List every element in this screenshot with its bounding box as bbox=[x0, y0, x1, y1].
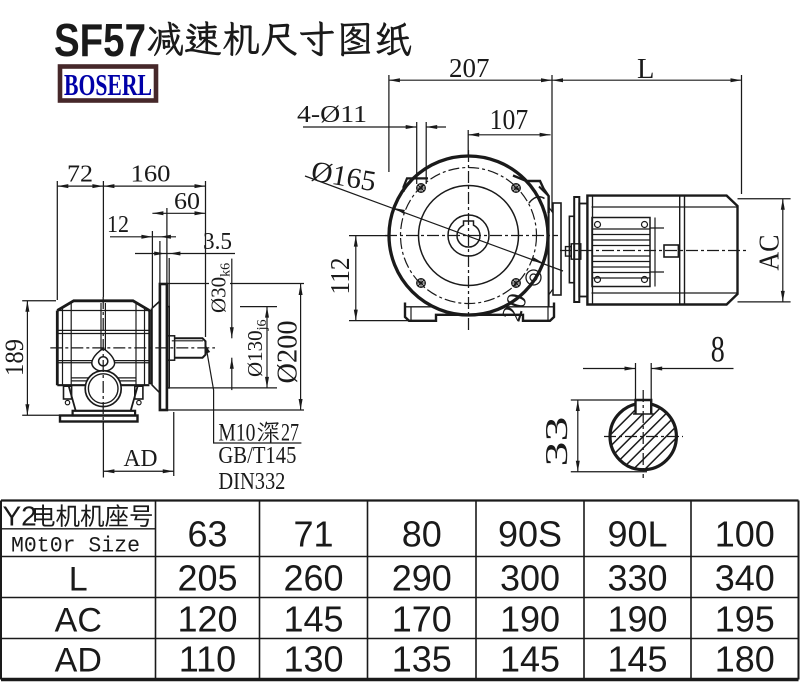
svg-text:290: 290 bbox=[392, 558, 452, 599]
svg-text:12: 12 bbox=[107, 212, 129, 238]
svg-text:195: 195 bbox=[715, 599, 775, 640]
svg-text:90L: 90L bbox=[607, 514, 667, 555]
svg-text:300: 300 bbox=[500, 558, 560, 599]
svg-text:180: 180 bbox=[715, 639, 775, 680]
svg-text:340: 340 bbox=[715, 558, 775, 599]
svg-text:DIN332: DIN332 bbox=[218, 469, 285, 495]
svg-text:Ø30k6: Ø30k6 bbox=[207, 263, 234, 313]
svg-text:M0t0r Size: M0t0r Size bbox=[11, 534, 140, 559]
svg-text:107: 107 bbox=[490, 105, 529, 136]
svg-text:170: 170 bbox=[392, 599, 452, 640]
svg-text:63: 63 bbox=[187, 514, 227, 555]
svg-text:SF57: SF57 bbox=[54, 14, 146, 66]
svg-text:M10: M10 bbox=[218, 420, 255, 447]
svg-text:AC: AC bbox=[55, 602, 102, 640]
svg-text:L: L bbox=[69, 561, 88, 599]
svg-text:71: 71 bbox=[293, 514, 333, 555]
svg-text:110: 110 bbox=[179, 639, 236, 680]
svg-text:260: 260 bbox=[283, 558, 343, 599]
svg-text:AD: AD bbox=[55, 642, 102, 680]
svg-text:BOSERL: BOSERL bbox=[64, 67, 152, 102]
svg-text:8: 8 bbox=[711, 330, 725, 371]
svg-text:160: 160 bbox=[131, 162, 171, 188]
svg-text:130: 130 bbox=[283, 639, 343, 680]
svg-text:Ø200: Ø200 bbox=[273, 321, 304, 384]
svg-text:GB/T145: GB/T145 bbox=[218, 443, 296, 469]
svg-text:33: 33 bbox=[538, 417, 574, 467]
svg-text:100: 100 bbox=[715, 514, 775, 555]
svg-text:190: 190 bbox=[607, 599, 667, 640]
svg-text:60: 60 bbox=[174, 189, 200, 215]
svg-text:145: 145 bbox=[607, 639, 667, 680]
svg-text:27: 27 bbox=[281, 420, 299, 447]
svg-text:80: 80 bbox=[402, 514, 442, 555]
svg-text:330: 330 bbox=[607, 558, 667, 599]
svg-text:3.5: 3.5 bbox=[203, 229, 232, 255]
svg-text:205: 205 bbox=[177, 558, 237, 599]
svg-text:135: 135 bbox=[392, 639, 452, 680]
svg-text:190: 190 bbox=[500, 599, 560, 640]
svg-text:72: 72 bbox=[67, 162, 93, 188]
svg-text:AD: AD bbox=[124, 446, 158, 472]
svg-text:AC: AC bbox=[755, 235, 786, 271]
svg-text:L: L bbox=[637, 54, 654, 85]
svg-text:112: 112 bbox=[325, 258, 355, 295]
svg-text:90S: 90S bbox=[498, 514, 562, 555]
svg-text:145: 145 bbox=[283, 599, 343, 640]
svg-text:207: 207 bbox=[449, 53, 490, 83]
svg-text:Y2: Y2 bbox=[3, 501, 37, 532]
svg-text:145: 145 bbox=[500, 639, 560, 680]
svg-text:189: 189 bbox=[0, 339, 29, 376]
svg-text:4-Ø11: 4-Ø11 bbox=[297, 102, 367, 128]
svg-text:120: 120 bbox=[177, 599, 237, 640]
